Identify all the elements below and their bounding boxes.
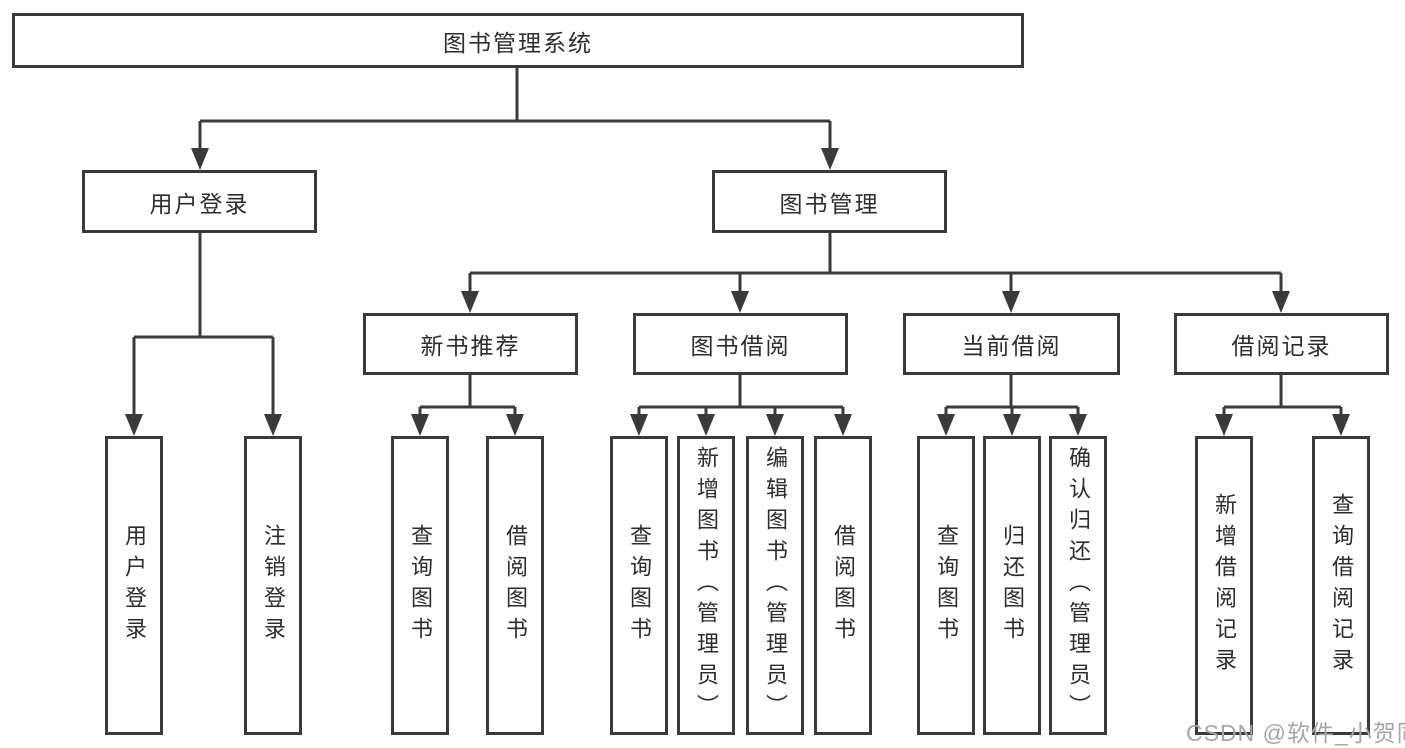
arrowhead-icon — [834, 414, 852, 436]
node-label: 图书借阅 — [690, 333, 791, 359]
leaf-return-books: 归还图书 — [983, 436, 1041, 735]
node-current-borrowing: 当前借阅 — [903, 313, 1120, 375]
node-label: 用户登录 — [149, 190, 250, 217]
arrowhead-icon — [766, 414, 784, 436]
connector-borrowing-records-to-leaves — [1222, 375, 1343, 416]
watermark: CSDN @软件_小贺同学 — [1186, 720, 1405, 746]
leaf-user-login: 用户登录 — [105, 436, 163, 735]
arrowhead-icon — [461, 291, 479, 313]
node-label: 借阅记录 — [1231, 333, 1332, 359]
node-label: 当前借阅 — [961, 333, 1062, 359]
node-label: 查询图书 — [627, 523, 652, 648]
node-label: 借阅图书 — [503, 523, 528, 648]
arrowhead-icon — [1069, 414, 1087, 436]
arrowhead-icon — [1003, 414, 1021, 436]
connector-root-to-level2 — [198, 67, 832, 150]
leaf-edit-book-admin: 编辑图书（管理员） — [746, 436, 804, 735]
node-book-management: 图书管理 — [712, 170, 947, 233]
arrowhead-icon — [1002, 291, 1020, 313]
node-library-management-system: 图书管理系统 — [12, 13, 1024, 68]
arrowhead-icon — [1215, 414, 1233, 436]
node-label: 借阅图书 — [831, 523, 856, 648]
arrowhead-icon — [1272, 291, 1290, 313]
arrowhead-icon — [1332, 414, 1350, 436]
arrowhead-icon — [264, 414, 282, 436]
connector-new-book-recommendation-to-leaves — [418, 375, 517, 416]
leaf-add-book-admin: 新增图书（管理员） — [677, 436, 735, 735]
node-label: 查询图书 — [408, 523, 433, 648]
arrowhead-icon — [125, 414, 143, 436]
connector-current-borrowing-to-leaves — [944, 375, 1080, 416]
leaf-confirm-return-admin: 确认归还（管理员） — [1049, 436, 1107, 735]
node-label: 编辑图书（管理员） — [763, 446, 788, 725]
arrowhead-icon — [731, 291, 749, 313]
node-label: 归还图书 — [1000, 523, 1025, 648]
arrowhead-icon — [191, 148, 209, 170]
arrowhead-icon — [506, 414, 524, 436]
node-label: 新书推荐 — [420, 333, 521, 359]
node-borrowing-records: 借阅记录 — [1174, 313, 1389, 375]
arrowhead-icon — [411, 414, 429, 436]
connector-user-login-to-leaves — [132, 233, 275, 416]
arrowhead-icon — [937, 414, 955, 436]
connector-book-management-to-level3 — [468, 233, 1283, 294]
node-label: 用户登录 — [122, 523, 147, 648]
node-book-borrowing: 图书借阅 — [633, 313, 848, 375]
node-label: 查询图书 — [934, 523, 959, 648]
node-label: 图书管理系统 — [443, 29, 593, 56]
leaf-borrow-books-borrowing: 借阅图书 — [814, 436, 872, 735]
leaf-query-borrow-record: 查询借阅记录 — [1312, 436, 1370, 735]
node-label: 新增图书（管理员） — [694, 446, 719, 725]
node-label: 注销登录 — [261, 523, 286, 648]
leaf-query-books-current: 查询图书 — [917, 436, 975, 735]
node-new-book-recommendation: 新书推荐 — [363, 313, 578, 375]
connector-book-borrowing-to-leaves — [637, 375, 845, 416]
leaf-logout-login: 注销登录 — [244, 436, 302, 735]
node-label: 图书管理 — [779, 190, 880, 217]
node-label: 新增借阅记录 — [1212, 492, 1237, 679]
arrowhead-icon — [630, 414, 648, 436]
arrowhead-icon — [821, 148, 839, 170]
leaf-query-books-borrowing: 查询图书 — [610, 436, 668, 735]
leaf-borrow-books-recommend: 借阅图书 — [486, 436, 544, 735]
leaf-query-books-recommend: 查询图书 — [391, 436, 449, 735]
node-label: 查询借阅记录 — [1329, 492, 1354, 679]
arrowhead-icon — [697, 414, 715, 436]
node-user-login: 用户登录 — [82, 170, 317, 233]
leaf-add-borrow-record: 新增借阅记录 — [1195, 436, 1253, 735]
node-label: 确认归还（管理员） — [1066, 446, 1091, 725]
